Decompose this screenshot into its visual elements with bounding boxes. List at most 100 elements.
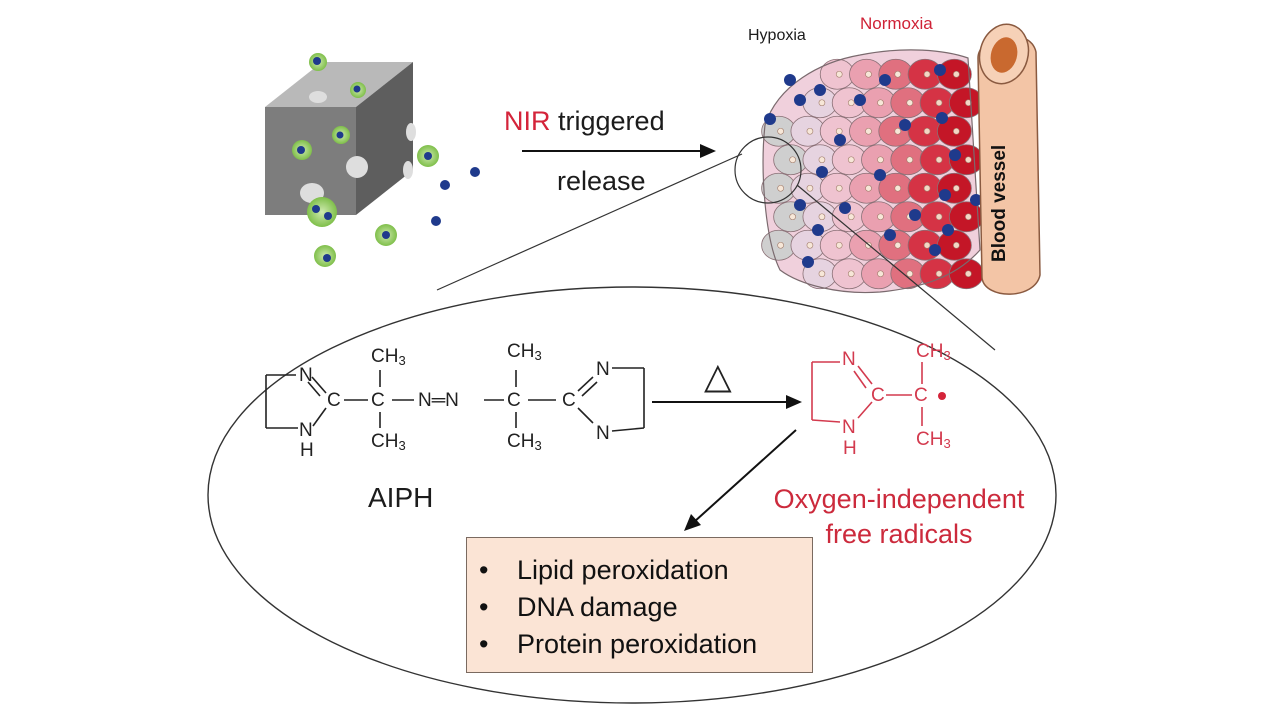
cell-nucleus <box>935 156 943 164</box>
cell-nucleus <box>865 70 872 78</box>
drug-dot <box>814 84 826 96</box>
cell-nucleus <box>806 184 814 192</box>
drug-dot <box>816 166 828 178</box>
radical-atom-h: H <box>843 438 857 459</box>
atom-c-ring-left: C <box>327 390 341 411</box>
atom-n-left-bottom: N <box>299 420 313 441</box>
drug-dot <box>854 94 866 106</box>
aiph-label: AIPH <box>368 482 434 513</box>
cell-nucleus <box>953 70 960 78</box>
azo-group: N═N <box>418 390 459 411</box>
cell-nucleus <box>777 241 784 249</box>
zoom-line-left <box>436 153 743 291</box>
drug-dot <box>812 224 824 236</box>
normoxia-label: Normoxia <box>860 14 933 33</box>
drug-dot <box>939 189 951 201</box>
radical-atom-c-ring: C <box>871 385 885 406</box>
cell-nucleus <box>777 127 784 135</box>
cell-nucleus <box>894 184 902 192</box>
cell-nucleus <box>965 156 972 164</box>
zoom-line-right <box>796 184 996 351</box>
atom-c-quat-left: C <box>371 390 385 411</box>
atom-n-left-top: N <box>299 365 313 386</box>
cell-nucleus <box>923 241 931 249</box>
cell-nucleus <box>835 70 843 78</box>
cell-nucleus <box>877 99 884 107</box>
drug-dot <box>929 244 941 256</box>
radical-atom-n-bottom: N <box>842 417 856 438</box>
drug-dot <box>802 256 814 268</box>
cell-nucleus <box>906 270 914 278</box>
cell-nucleus <box>847 270 855 278</box>
cell-nucleus <box>877 213 884 221</box>
radical-atom-n-top: N <box>842 349 856 370</box>
decomposition-arrow <box>652 395 802 409</box>
effect-dna-damage: •DNA damage <box>479 592 678 622</box>
cell-nucleus <box>865 127 872 135</box>
cell-nucleus <box>789 156 796 164</box>
effects-list: •Lipid peroxidation •DNA damage •Protein… <box>479 552 812 663</box>
cell-nucleus <box>935 213 943 221</box>
cell-nucleus <box>865 184 872 192</box>
methyl-right-bottom: CH3 <box>507 431 542 453</box>
radicals-line-1: Oxygen-independent <box>773 484 1025 514</box>
cell-nucleus <box>818 270 826 278</box>
triggered-word: triggered <box>558 106 665 136</box>
cell-nucleus <box>894 127 902 135</box>
drug-dot <box>909 209 921 221</box>
drug-dot <box>879 74 891 86</box>
effect-lipid-peroxidation: •Lipid peroxidation <box>479 555 729 585</box>
radical-atom-c: C <box>914 385 928 406</box>
nir-trigger-label: NIR triggered <box>504 108 665 135</box>
cell-nucleus <box>923 184 931 192</box>
tumor-tissue <box>761 49 984 294</box>
zoom-circle <box>734 136 802 204</box>
drug-dot <box>884 229 896 241</box>
cell-nucleus <box>835 184 843 192</box>
cell-nucleus <box>923 127 931 135</box>
cell-nucleus <box>818 99 826 107</box>
released-drug-dots <box>431 167 480 226</box>
cell-nucleus <box>923 70 931 78</box>
radical-methyl-bottom: CH3 <box>916 429 951 451</box>
drug-dot <box>936 112 948 124</box>
atom-h-left: H <box>300 440 314 461</box>
cell-nucleus <box>894 241 902 249</box>
heat-symbol: △ <box>704 355 732 396</box>
cell-nucleus <box>789 213 796 221</box>
cell-nucleus <box>877 156 884 164</box>
atom-n-right-bottom: N <box>596 423 610 444</box>
cell-nucleus <box>953 241 960 249</box>
radical-methyl-top: CH3 <box>916 341 951 363</box>
cell-nucleus <box>953 184 960 192</box>
radical-structure <box>811 361 923 426</box>
cell-nucleus <box>953 127 960 135</box>
cell-nucleus <box>818 213 826 221</box>
blood-vessel-label: Blood vessel <box>989 144 1010 262</box>
cell-nucleus <box>965 270 972 278</box>
hypoxia-label: Hypoxia <box>748 27 806 44</box>
tumor-cells <box>761 58 984 290</box>
effects-arrow <box>684 429 797 531</box>
cell-nucleus <box>835 241 843 249</box>
atom-c-quat-right: C <box>507 390 521 411</box>
cell-nucleus <box>806 241 814 249</box>
zoom-ellipse <box>207 286 1057 704</box>
drug-dot <box>784 74 796 86</box>
nanoparticle-cube <box>265 53 480 267</box>
cell-nucleus <box>847 156 855 164</box>
radical-dot <box>938 392 946 400</box>
drug-dots-in-tissue <box>764 64 982 268</box>
drug-dot <box>794 94 806 106</box>
drug-dot <box>949 149 961 161</box>
drug-dot <box>942 224 954 236</box>
cube-pores <box>300 91 416 203</box>
radicals-line-2: free radicals <box>825 519 973 550</box>
radicals-label: Oxygen-independent free radicals <box>754 482 1044 552</box>
drug-dot <box>834 134 846 146</box>
methyl-left-top: CH3 <box>371 346 406 368</box>
atom-c-ring-right: C <box>562 390 576 411</box>
effects-box: •Lipid peroxidation •DNA damage •Protein… <box>466 537 813 673</box>
